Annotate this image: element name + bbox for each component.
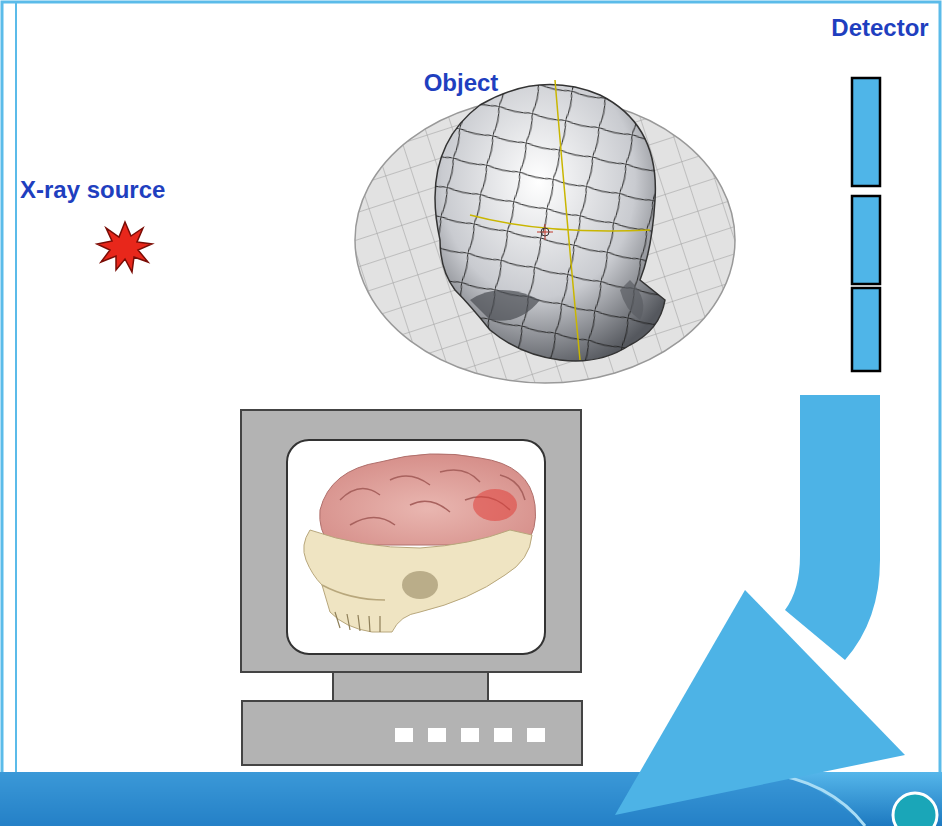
detector-label: Detector	[831, 15, 928, 41]
frame-line	[15, 2, 17, 775]
brain-skull-image	[304, 454, 536, 632]
head-model	[435, 80, 665, 361]
detector-cell	[852, 288, 880, 371]
logo-circle	[893, 793, 937, 826]
footer-band	[0, 772, 942, 826]
detector-cell	[852, 196, 880, 284]
xray-star	[97, 222, 152, 272]
detector-cell	[852, 78, 880, 186]
source-label: X-ray source	[20, 177, 165, 203]
computer	[241, 410, 582, 765]
object-label: Object	[424, 70, 499, 96]
data-flow-arrow	[615, 395, 905, 815]
